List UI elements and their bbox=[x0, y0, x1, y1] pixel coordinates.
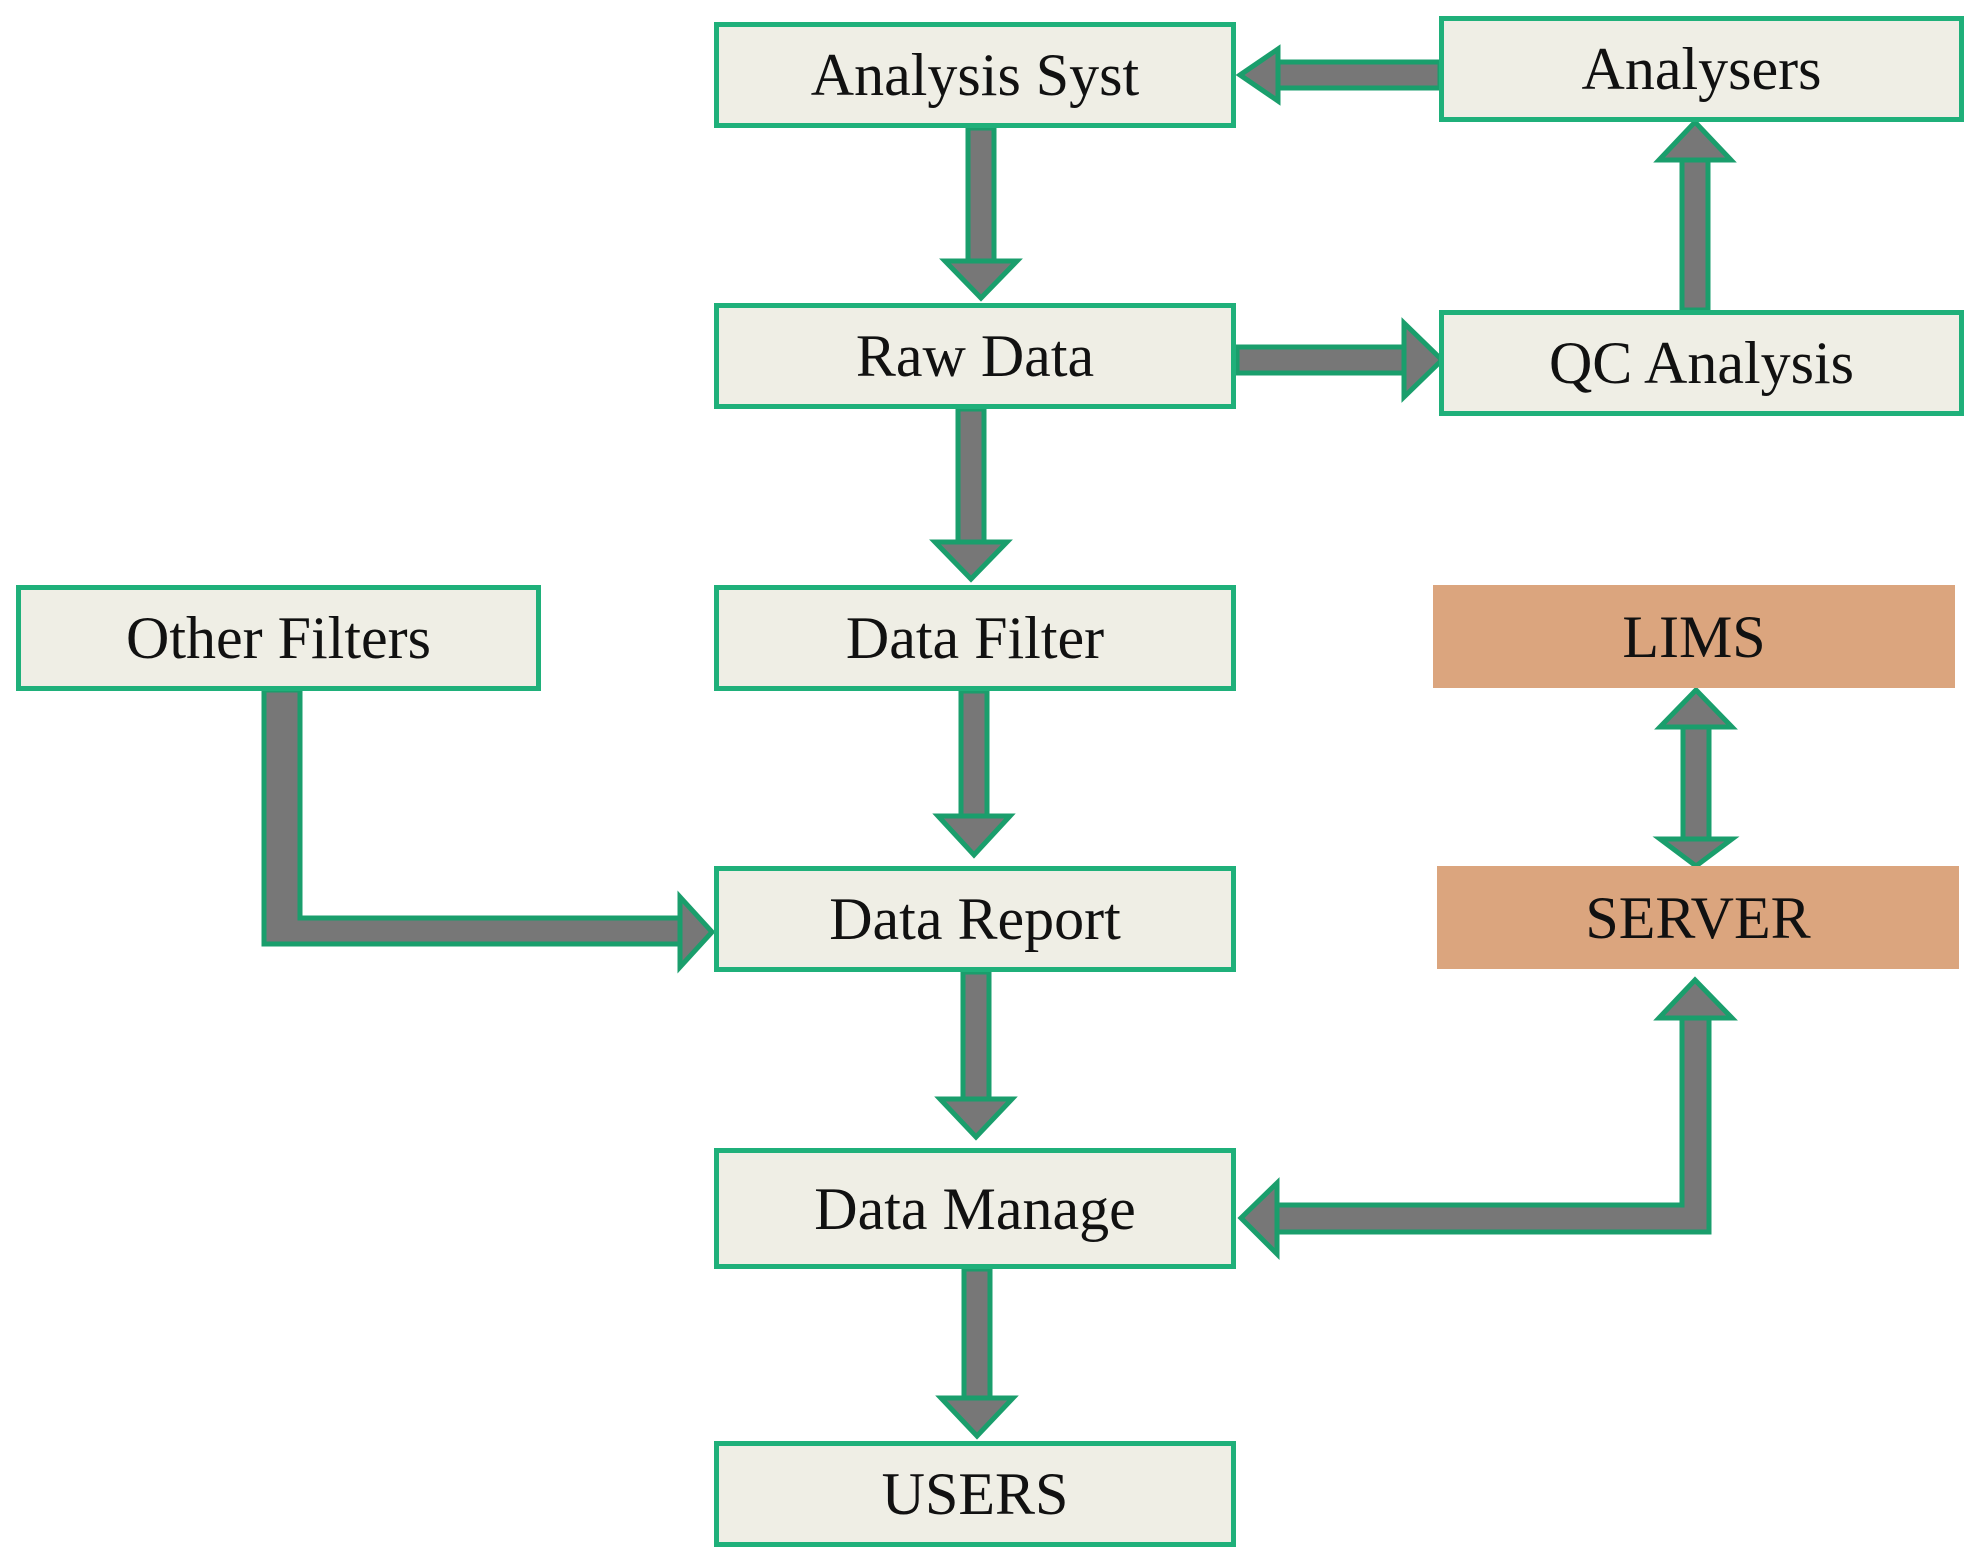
node-qc-analysis: QC Analysis bbox=[1439, 310, 1964, 416]
node-analysers-label: Analysers bbox=[1581, 36, 1822, 102]
arrow-data-report-to-data-manage bbox=[934, 969, 1018, 1141]
node-analysis-syst: Analysis Syst bbox=[714, 22, 1236, 128]
arrow-other-filters-to-data-report bbox=[261, 687, 716, 974]
node-lims: LIMS bbox=[1433, 585, 1955, 688]
node-data-manage: Data Manage bbox=[714, 1148, 1236, 1269]
arrow-analysers-to-analysis-syst bbox=[1235, 44, 1443, 106]
arrow-data-filter-to-data-report bbox=[932, 688, 1016, 859]
arrow-lims-server-bidirectional bbox=[1652, 686, 1740, 870]
node-other-filters-label: Other Filters bbox=[126, 605, 431, 671]
node-data-report-label: Data Report bbox=[829, 886, 1121, 952]
arrow-raw-data-to-data-filter bbox=[929, 406, 1013, 583]
node-users-label: USERS bbox=[881, 1461, 1069, 1527]
node-lims-label: LIMS bbox=[1622, 603, 1766, 670]
node-data-manage-label: Data Manage bbox=[814, 1175, 1136, 1242]
node-data-filter: Data Filter bbox=[714, 585, 1236, 691]
arrow-analysis-syst-to-raw-data bbox=[939, 125, 1023, 302]
node-server: SERVER bbox=[1437, 866, 1959, 969]
arrow-raw-data-to-qc-analysis bbox=[1234, 317, 1446, 403]
node-raw-data-label: Raw Data bbox=[855, 323, 1095, 389]
node-analysers: Analysers bbox=[1439, 16, 1964, 122]
node-raw-data: Raw Data bbox=[714, 303, 1236, 409]
arrow-server-data-manage-bidirectional bbox=[1237, 976, 1738, 1261]
node-analysis-syst-label: Analysis Syst bbox=[810, 42, 1140, 108]
node-other-filters: Other Filters bbox=[16, 585, 541, 691]
arrow-qc-analysis-to-analysers bbox=[1653, 118, 1737, 313]
node-qc-analysis-label: QC Analysis bbox=[1548, 330, 1855, 396]
arrow-data-manage-to-users bbox=[935, 1266, 1019, 1440]
node-users: USERS bbox=[714, 1441, 1236, 1547]
node-data-filter-label: Data Filter bbox=[845, 605, 1105, 671]
node-data-report: Data Report bbox=[714, 866, 1236, 972]
node-server-label: SERVER bbox=[1585, 884, 1811, 951]
